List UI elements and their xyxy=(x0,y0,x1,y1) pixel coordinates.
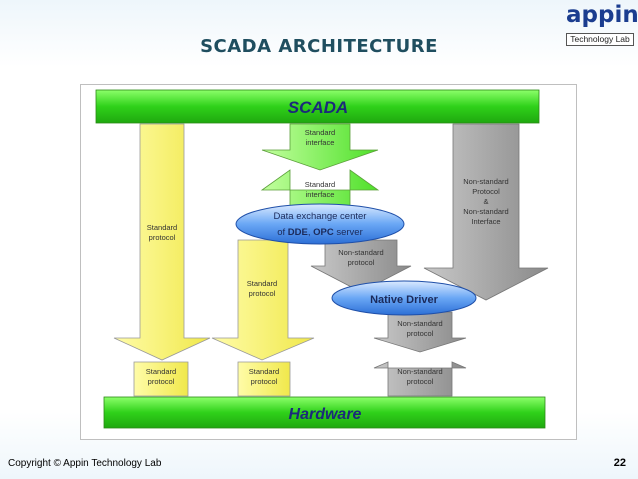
data-exchange-center xyxy=(235,203,405,245)
native-driver-label: Native Driver xyxy=(370,294,439,306)
standard-bottom-arrow-2 xyxy=(237,361,291,397)
data-exchange-line1: Data exchange center xyxy=(274,211,367,222)
logo-subtitle: Technology Lab xyxy=(566,33,634,46)
logo-word: appin xyxy=(566,2,638,28)
appin-logo: appin Technology Lab xyxy=(566,2,638,48)
scada-bar-label: SCADA xyxy=(288,98,348,117)
nonstandard-to-driver-arrow xyxy=(310,239,412,293)
standard-left-arrow xyxy=(113,123,211,361)
page-title: SCADA ARCHITECTURE xyxy=(200,36,438,57)
standard-interface-arrow-1 xyxy=(261,123,379,171)
standard-bottom-arrow-1 xyxy=(133,361,189,397)
standard-mid-arrow xyxy=(211,239,315,361)
hardware-bar xyxy=(103,396,546,429)
hardware-bar-label: Hardware xyxy=(289,406,362,423)
page-number: 22 xyxy=(613,457,626,469)
data-exchange-line2: of DDE, OPC server xyxy=(277,227,363,238)
nonstandard-right-arrow xyxy=(423,123,549,301)
scada-bar xyxy=(95,89,540,124)
footer-copyright: Copyright © Appin Technology Lab xyxy=(8,458,162,469)
native-driver xyxy=(331,280,477,316)
driver-down-arrow xyxy=(373,311,467,353)
driver-bottom-arrow xyxy=(373,361,467,397)
